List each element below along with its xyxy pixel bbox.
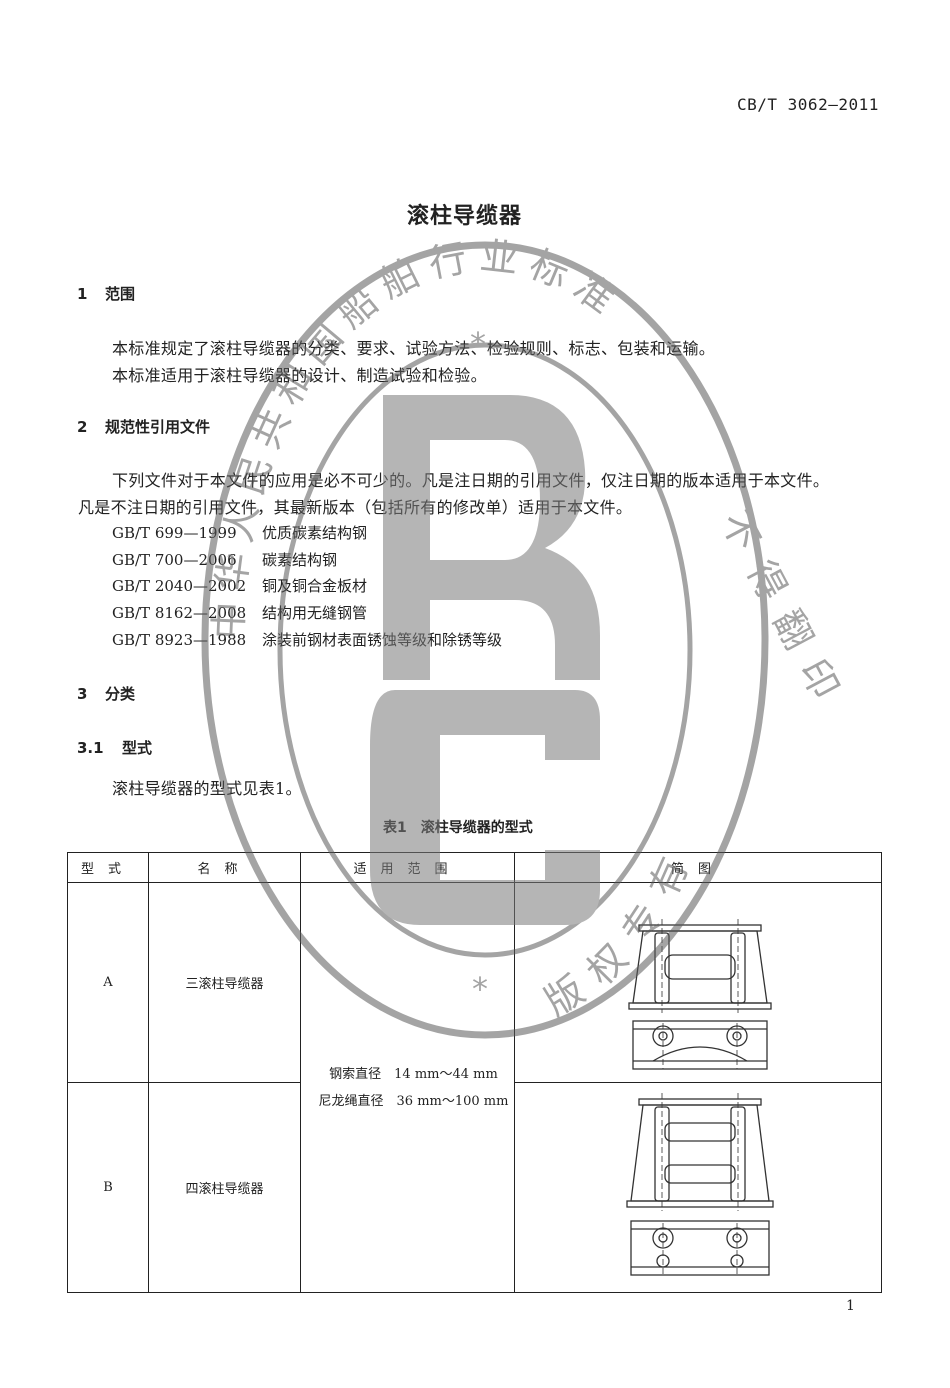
references-paragraph-line-1: 下列文件对于本文件的应用是必不可少的。凡是注日期的引用文件，仅注日期的版本适用于… bbox=[112, 471, 830, 490]
name-cell: 四滚柱导缆器 bbox=[148, 1082, 301, 1293]
reference-code: GB/T 8923—1988 bbox=[112, 631, 247, 649]
type-table: 型式 名称 适用范围 简图 A 三滚柱导缆器 钢索直径 14 mm～44 mm … bbox=[67, 852, 882, 1293]
type-cell: B bbox=[67, 1082, 149, 1293]
section-2-heading: 2 规范性引用文件 bbox=[77, 416, 210, 437]
range-line: 尼龙绳直径 36 mm～100 mm bbox=[318, 1093, 509, 1109]
section-number: 2 bbox=[77, 418, 88, 436]
document-title: 滚柱导缆器 bbox=[407, 204, 523, 229]
reference-name: 涂装前钢材表面锈蚀等级和除锈等级 bbox=[262, 631, 503, 649]
reference-code: GB/T 699—1999 bbox=[112, 524, 237, 542]
seal-side-text: 不得翻印 bbox=[712, 504, 856, 722]
section-number: 1 bbox=[77, 285, 88, 303]
diagram-cell bbox=[514, 882, 882, 1083]
svg-text:不得翻印: 不得翻印 bbox=[712, 504, 856, 722]
reference-item: GB/T 8162—2008 结构用无缝钢管 bbox=[112, 602, 367, 623]
references-paragraph-line-2: 凡是不注日期的引用文件，其最新版本（包括所有的修改单）适用于本文件。 bbox=[78, 498, 633, 517]
reference-code: GB/T 2040—2002 bbox=[112, 577, 247, 595]
type-paragraph: 滚柱导缆器的型式见表1。 bbox=[112, 779, 302, 798]
standard-code: CB/T 3062—2011 bbox=[737, 95, 879, 114]
table-header-row: 型式 名称 适用范围 简图 bbox=[67, 852, 882, 883]
table-row: B 四滚柱导缆器 bbox=[67, 1082, 882, 1293]
section-number: 3 bbox=[77, 685, 88, 703]
reference-name: 优质碳素结构钢 bbox=[262, 524, 368, 542]
column-header: 名称 bbox=[148, 852, 301, 883]
range-cell: 钢索直径 14 mm～44 mm 尼龙绳直径 36 mm～100 mm bbox=[300, 882, 515, 1293]
three-roller-fairlead-drawing bbox=[628, 919, 772, 1070]
reference-name: 铜及铜合金板材 bbox=[262, 577, 368, 595]
section-title: 规范性引用文件 bbox=[105, 418, 211, 436]
table-caption: 表1 滚柱导缆器的型式 bbox=[383, 820, 533, 836]
type-cell: A bbox=[67, 882, 149, 1083]
page-number: 1 bbox=[846, 1298, 855, 1314]
reference-item: GB/T 2040—2002 铜及铜合金板材 bbox=[112, 575, 367, 596]
column-header: 型式 bbox=[67, 852, 149, 883]
table-row: A 三滚柱导缆器 钢索直径 14 mm～44 mm 尼龙绳直径 36 mm～10… bbox=[67, 882, 882, 1293]
name-cell: 三滚柱导缆器 bbox=[148, 882, 301, 1083]
reference-code: GB/T 8162—2008 bbox=[112, 604, 247, 622]
section-title: 分类 bbox=[105, 685, 136, 703]
diagram-cell bbox=[514, 1082, 882, 1293]
section-number: 3.1 bbox=[77, 739, 104, 757]
section-3-1-heading: 3.1 型式 bbox=[77, 737, 152, 758]
section-title: 型式 bbox=[122, 739, 153, 757]
reference-name: 碳素结构钢 bbox=[262, 551, 338, 569]
column-header: 简图 bbox=[514, 852, 882, 883]
column-header: 适用范围 bbox=[300, 852, 515, 883]
reference-item: GB/T 700—2006 碳素结构钢 bbox=[112, 549, 337, 570]
section-3-heading: 3 分类 bbox=[77, 683, 135, 704]
section-1-heading: 1 范围 bbox=[77, 283, 135, 304]
reference-code: GB/T 700—2006 bbox=[112, 551, 237, 569]
reference-item: GB/T 699—1999 优质碳素结构钢 bbox=[112, 522, 367, 543]
reference-name: 结构用无缝钢管 bbox=[262, 604, 368, 622]
scope-paragraph-2: 本标准适用于滚柱导缆器的设计、制造试验和检验。 bbox=[112, 366, 487, 385]
reference-item: GB/T 8923—1988 涂装前钢材表面锈蚀等级和除锈等级 bbox=[112, 629, 502, 650]
scope-paragraph-1: 本标准规定了滚柱导缆器的分类、要求、试验方法、检验规则、标志、包装和运输。 bbox=[112, 339, 716, 358]
section-title: 范围 bbox=[105, 285, 136, 303]
range-line: 钢索直径 14 mm～44 mm bbox=[329, 1066, 498, 1082]
four-roller-fairlead-drawing bbox=[626, 1093, 774, 1276]
